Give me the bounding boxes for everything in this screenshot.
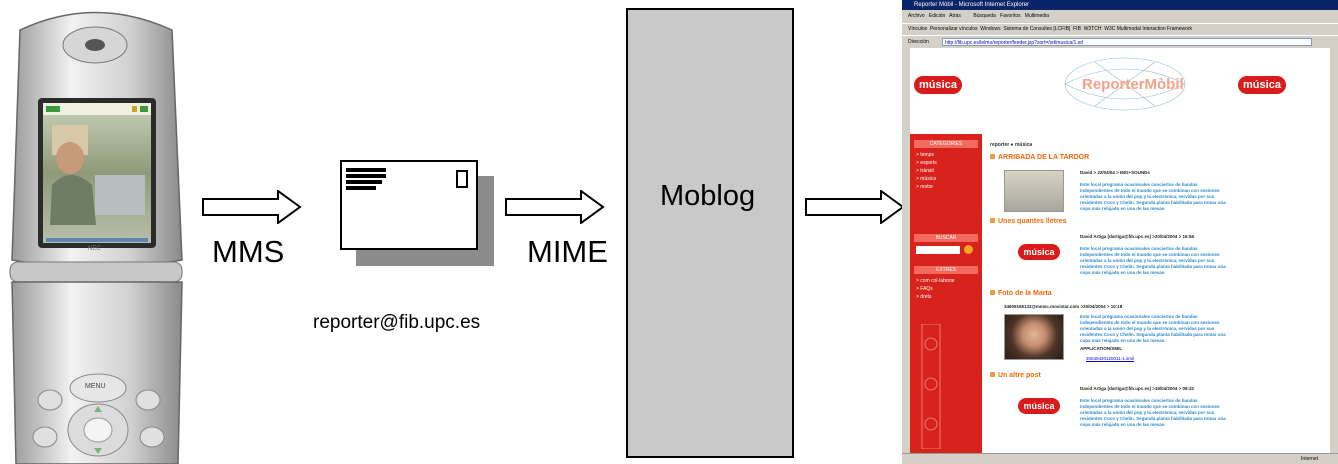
link-item[interactable]: W3C Multimodal Interaction Framework [1104, 26, 1193, 32]
menu-item[interactable]: Atrás [949, 13, 961, 19]
link-item[interactable]: Windows [980, 26, 1001, 32]
menu-item[interactable]: Búsqueda [973, 13, 996, 19]
menu-item[interactable]: Favoritos [1000, 13, 1021, 19]
post-body: Este local programa ocasionales conciert… [1080, 246, 1226, 275]
post-photo-thumbnail [1004, 170, 1064, 212]
mms-label: MMS [212, 234, 285, 269]
sidebar-category[interactable]: > esports [916, 160, 937, 166]
mail-envelope-icon [340, 160, 478, 250]
sidebar-extra[interactable]: > drets [916, 294, 932, 300]
link-item[interactable]: FIB [1073, 26, 1081, 32]
post-title[interactable]: Unes quantes lletres [990, 218, 1066, 225]
envelope-address-line [346, 168, 386, 172]
sidebar-category[interactable]: > música [916, 176, 937, 182]
web-page: música música ReporterMòbil CATEGORIES >… [910, 48, 1330, 453]
address-input[interactable]: http://fib.upc.es/lelmo/reporter/feeder.… [942, 38, 1312, 46]
logo-left: música [914, 76, 962, 94]
sidebar-extra[interactable]: > FAQs [916, 286, 933, 292]
post-meta: 34609165132@mmsc.movistar.com >20/04/200… [1004, 304, 1123, 309]
link-item[interactable]: W3TCH [1083, 26, 1102, 32]
sidebar-search-head: BUSCAR [914, 234, 978, 242]
links-label: Vínculos [908, 26, 928, 32]
sidebar-category[interactable]: > trànsit [916, 168, 934, 174]
arrow-moblog-to-browser [805, 190, 905, 224]
breadcrumb: reporter ● música [990, 142, 1033, 148]
menu-item[interactable]: Archivo [908, 13, 925, 19]
flip-phone [9, 11, 183, 464]
post-meta: David Artiga [dartiga@fib.upc.es] >20/04… [1080, 234, 1195, 239]
moblog-server-box: Moblog [626, 8, 794, 458]
browser-title: Reporter Mòbil - Microsoft Internet Expl… [914, 2, 1030, 8]
post-body: Este local programa ocasionales conciert… [1080, 314, 1226, 343]
browser-status-bar: Internet [902, 453, 1338, 464]
sidebar-extra[interactable]: > com col·laborar [916, 278, 955, 284]
post-photo-thumbnail [1004, 314, 1064, 360]
post-logo-thumbnail: música [1018, 398, 1060, 414]
browser-links-bar: Vínculos Personalizar vínculos Windows S… [902, 24, 1338, 36]
post-title[interactable]: Foto de la Marta [990, 290, 1052, 297]
arrow-phone-to-envelope [202, 190, 302, 224]
sidebar-extras-head: EXTRES [914, 266, 978, 274]
sidebar-vertical-brand-graphic [921, 324, 941, 449]
menu-item[interactable]: Multimedia [1024, 13, 1049, 19]
menu-item[interactable]: Edición [928, 13, 946, 19]
post-body: Este local programa ocasionales conciert… [1080, 182, 1226, 211]
sidebar-category[interactable]: > temps [916, 152, 934, 158]
link-item[interactable]: Personalizar vínculos [929, 26, 978, 32]
browser-window-screenshot: Reporter Mòbil - Microsoft Internet Expl… [902, 0, 1338, 464]
post-attachment-link[interactable]: 20040420120011-1.smil [1086, 356, 1134, 361]
post-logo-thumbnail: música [1018, 244, 1060, 260]
post-meta: David Artiga [dartiga@fib.upc.es] >19/04… [1080, 386, 1195, 391]
link-item[interactable]: Sistema de Consultes [LCFIB] [1003, 26, 1071, 32]
address-label: Dirección [908, 39, 929, 45]
phone-brand-label: NEC [88, 246, 101, 252]
browser-title-bar: Reporter Mòbil - Microsoft Internet Expl… [902, 0, 1338, 10]
sidebar-categories-head: CATEGORIES [914, 140, 978, 148]
post-title[interactable]: ARRIBADA DE LA TARDOR [990, 154, 1089, 161]
post-title[interactable]: Un altre post [990, 372, 1041, 379]
arrow-envelope-to-moblog [505, 190, 605, 224]
sidebar-category[interactable]: > motor [916, 184, 934, 190]
post-body: Este local programa ocasionales conciert… [1080, 398, 1226, 427]
banner-globe-graphic [1064, 57, 1186, 111]
banner-title: ReporterMòbil [1082, 76, 1184, 93]
sidebar-search-button[interactable] [964, 245, 973, 254]
phone-menu-key-label: MENU [85, 383, 106, 390]
envelope-address-line [346, 174, 386, 178]
logo-right: música [1238, 76, 1286, 94]
post-meta: David > 22/04/04 > IMG+SOUNDs [1080, 170, 1150, 175]
sidebar-search-input[interactable] [916, 246, 960, 254]
page-sidebar: CATEGORIES > temps > esports > trànsit >… [910, 134, 982, 453]
envelope-stamp [456, 170, 468, 188]
envelope-address-line [346, 180, 382, 184]
mime-label: MIME [527, 234, 608, 269]
email-address-label: reporter@fib.upc.es [313, 312, 481, 333]
envelope-address-line [346, 186, 376, 190]
browser-menu-bar: Archivo Edición Atrás Búsqueda Favoritos… [902, 10, 1338, 24]
browser-address-bar: Dirección http://fib.upc.es/lelmo/report… [902, 36, 1338, 48]
status-zone-text: Internet [1301, 456, 1318, 462]
moblog-label: Moblog [660, 180, 756, 212]
post-attachment-type: APPLICATION/SMIL [1080, 346, 1123, 351]
